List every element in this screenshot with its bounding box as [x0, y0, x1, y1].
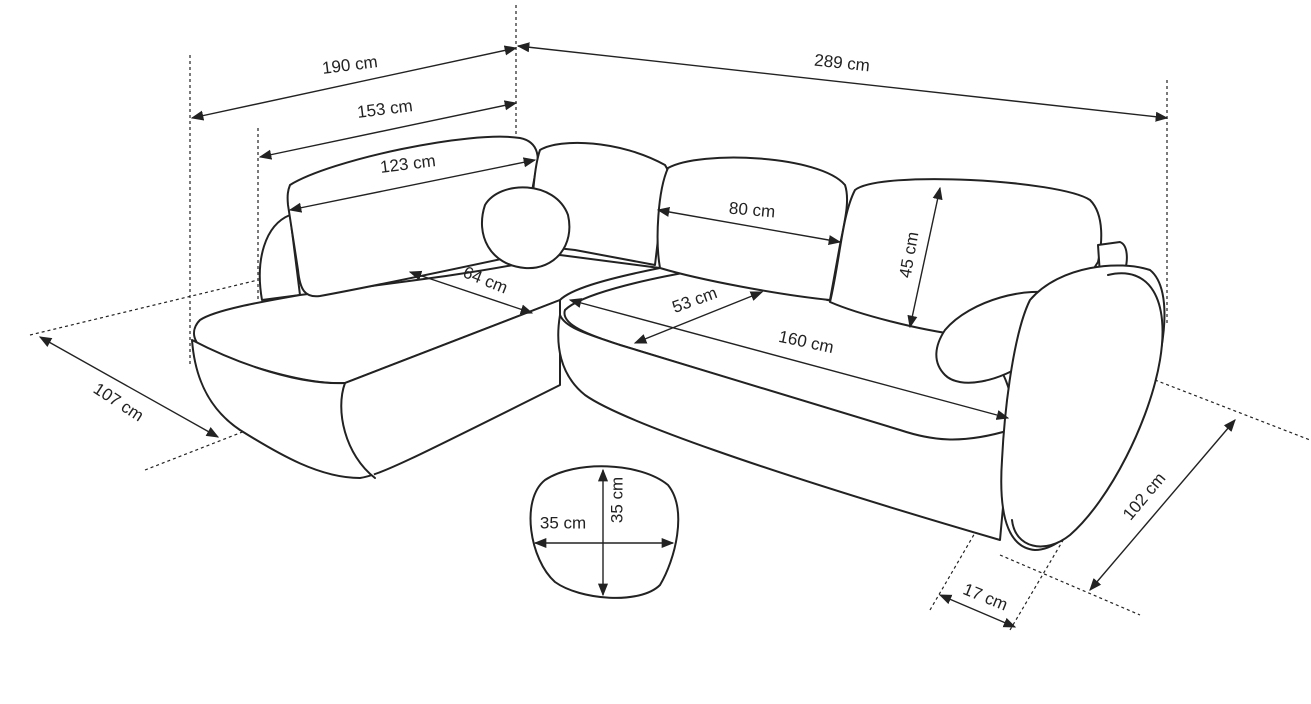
label-pillow-height: 35 cm	[607, 477, 626, 523]
label-total-width: 289 cm	[813, 51, 870, 76]
label-back-cushion-width: 80 cm	[728, 199, 776, 222]
label-left-seat-width: 153 cm	[356, 96, 414, 122]
label-left-depth: 107 cm	[90, 379, 147, 425]
sofa-drawing	[191, 135, 1166, 599]
round-pillow	[480, 186, 571, 270]
label-right-depth: 102 cm	[1119, 469, 1169, 524]
label-armrest-width: 17 cm	[960, 580, 1010, 615]
label-total-depth-left: 190 cm	[321, 52, 379, 78]
dimension-arrows	[38, 42, 1236, 628]
label-pillow-width: 35 cm	[540, 513, 586, 532]
left-side-bolster	[258, 214, 301, 301]
left-front-divider	[340, 382, 376, 479]
